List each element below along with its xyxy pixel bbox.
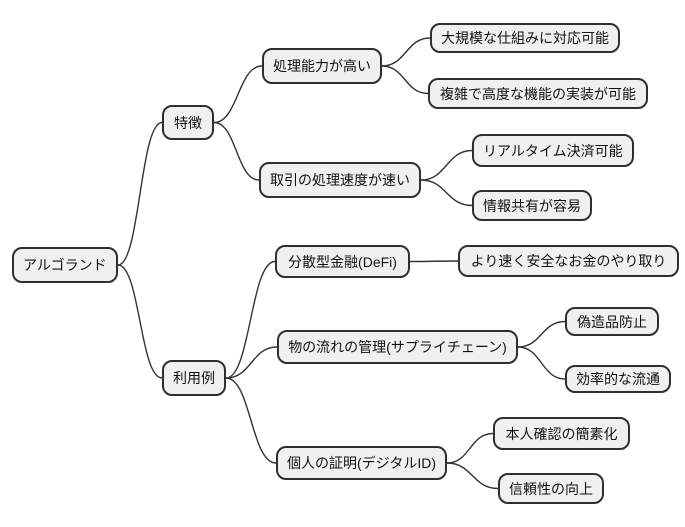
- node-algorand: アルゴランド: [12, 247, 118, 283]
- node-realtime-settlement: リアルタイム決済可能: [472, 134, 634, 167]
- node-easy-information-sharing: 情報共有が容易: [472, 190, 592, 221]
- node-efficient-distribution: 効率的な流通: [565, 365, 671, 393]
- node-defi: 分散型金融(DeFi): [275, 245, 410, 278]
- node-simplified-identity-verification: 本人確認の簡素化: [493, 417, 630, 450]
- node-digital-id: 個人の証明(デジタルID): [276, 446, 448, 480]
- node-features: 特徴: [162, 105, 214, 140]
- node-supply-chain-management: 物の流れの管理(サプライチェーン): [277, 330, 518, 364]
- node-faster-safer-money-transfer: より速く安全なお金のやり取り: [458, 245, 679, 277]
- node-complex-function-implementation: 複雑で高度な機能の実装が可能: [428, 78, 648, 109]
- node-fast-transaction-speed: 取引の処理速度が速い: [259, 162, 421, 198]
- node-use-cases: 利用例: [162, 360, 226, 396]
- node-counterfeit-prevention: 偽造品防止: [565, 307, 659, 336]
- node-improved-reliability: 信頼性の向上: [498, 473, 604, 504]
- node-large-scale-support: 大規模な仕組みに対応可能: [430, 23, 620, 53]
- node-high-processing-capacity: 処理能力が高い: [262, 48, 382, 84]
